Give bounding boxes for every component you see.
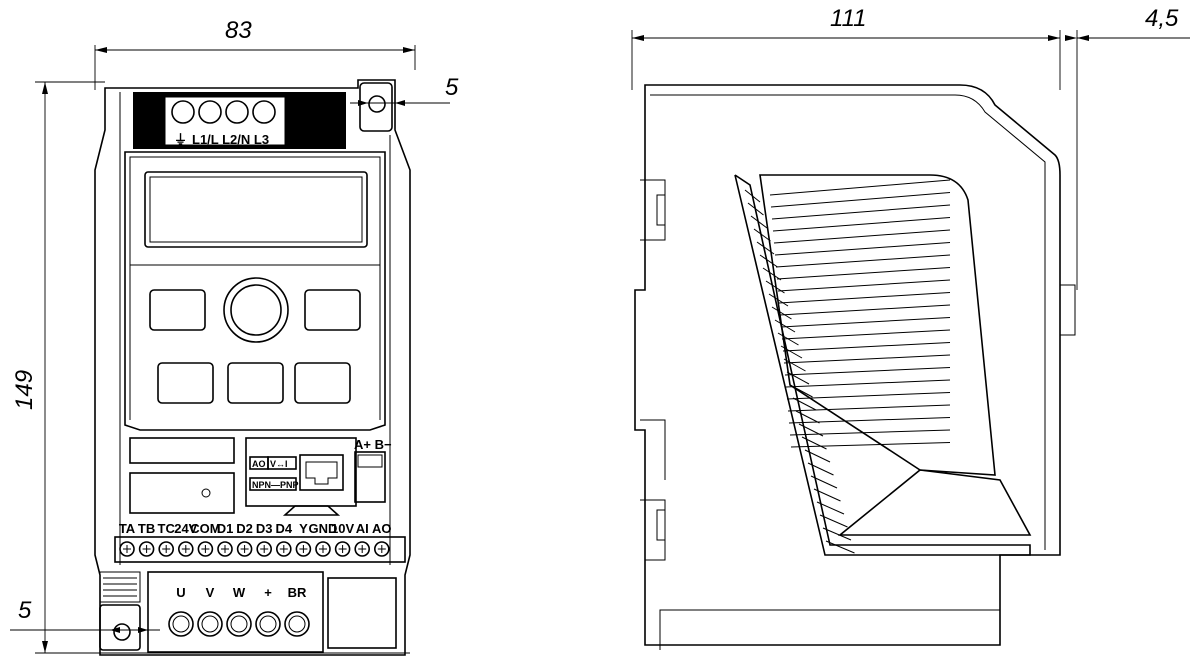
- control-terminal-screw: [315, 541, 331, 557]
- control-terminal-label: 24V: [174, 521, 197, 536]
- motor-terminal-screw: [284, 611, 310, 637]
- control-terminal-label: D3: [256, 521, 273, 536]
- control-terminal-screw: [373, 541, 390, 557]
- control-terminal-screw: [158, 541, 174, 557]
- control-terminal-screw: [119, 541, 135, 557]
- motor-terminal-label: V: [206, 585, 215, 600]
- control-terminal-screw: [217, 541, 233, 557]
- control-terminal-screw: [178, 541, 194, 557]
- control-terminal-label: AI: [356, 521, 369, 536]
- motor-terminal-label: +: [264, 585, 272, 600]
- control-terminal-screw: [275, 541, 292, 557]
- power-terminal-screw: [198, 100, 222, 124]
- dim-offset-bottom: 5: [18, 597, 32, 624]
- control-terminal-label: 10V: [331, 521, 354, 536]
- control-terminal-screw: [334, 541, 351, 557]
- rs485-label: A+ B−: [354, 437, 392, 452]
- motor-terminal-label: W: [233, 585, 246, 600]
- side-view: 111 4,5: [631, 5, 1190, 650]
- motor-terminal-screw: [197, 611, 223, 637]
- dim-height: 149: [11, 370, 38, 410]
- control-terminal-label: GND: [309, 521, 338, 536]
- power-terminal-screw: [252, 100, 276, 124]
- control-terminal-label: TB: [138, 521, 155, 536]
- ground-symbol: ⏚: [174, 132, 187, 147]
- control-terminal-label: D2: [236, 521, 253, 536]
- control-terminal-label: D1: [217, 521, 234, 536]
- front-view: 83 149 5 5 ⏚ L1/L L2/N L3: [10, 17, 459, 656]
- control-terminal-screw: [354, 541, 371, 557]
- dim-depth: 111: [830, 5, 866, 32]
- control-terminal-screw: [197, 541, 214, 557]
- control-terminal-label: D4: [275, 521, 292, 536]
- motor-terminal-label: U: [176, 585, 185, 600]
- control-terminal-label: TA: [119, 521, 136, 536]
- control-terminal-screw: [256, 541, 273, 557]
- control-terminal-screw: [236, 541, 253, 557]
- motor-terminal-screw: [226, 611, 252, 637]
- power-terminal-screw: [171, 100, 195, 124]
- motor-terminal-screw: [168, 611, 194, 637]
- control-terminal-screw: [138, 541, 155, 557]
- control-terminal-label: TC: [158, 521, 176, 536]
- motor-terminal-screw: [255, 611, 281, 637]
- switch-vi-label: V↔I: [270, 459, 288, 469]
- power-terminal-screw: [225, 100, 249, 124]
- motor-terminal-label: BR: [288, 585, 307, 600]
- control-terminal-label: AO: [372, 521, 392, 536]
- dim-extra: 4,5: [1145, 5, 1179, 32]
- switch-npn-label: NPN—PNP: [252, 480, 299, 490]
- control-terminal-label: COM: [190, 521, 220, 536]
- power-terminal-labels: L1/L L2/N L3: [192, 132, 269, 147]
- control-terminal-label: Y: [299, 521, 308, 536]
- dim-offset-top: 5: [445, 74, 459, 101]
- switch-ao-label: AO: [252, 459, 266, 469]
- control-terminal-screw: [295, 541, 312, 557]
- dim-width: 83: [225, 17, 252, 44]
